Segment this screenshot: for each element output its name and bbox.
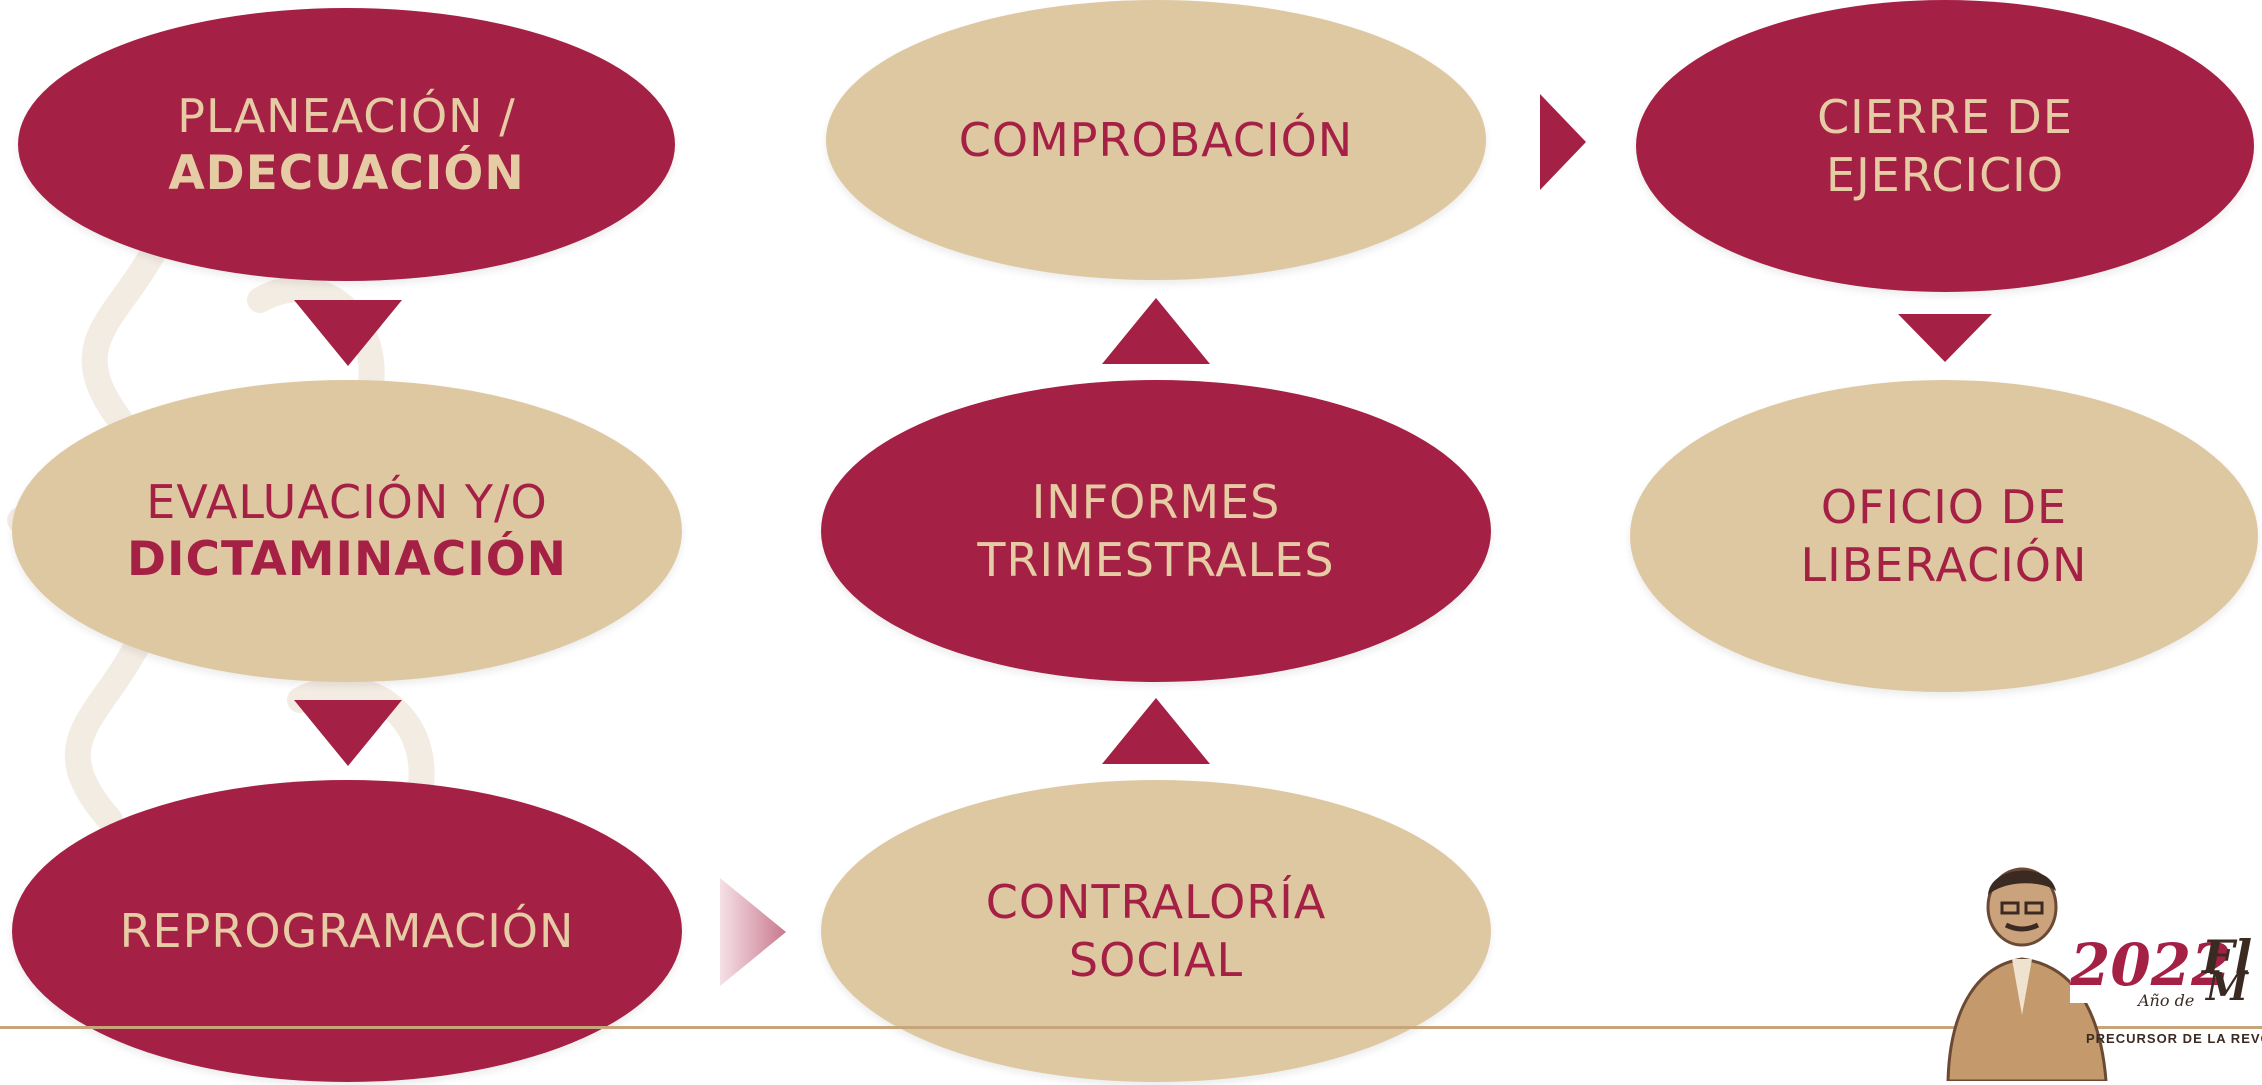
node-contraloria: CONTRALORÍA SOCIAL xyxy=(821,780,1491,1082)
node-cierre-line1: CIERRE DE xyxy=(1817,90,2073,144)
node-planeacion-line1: PLANEACIÓN / xyxy=(177,88,516,143)
node-oficio: OFICIO DE LIBERACIÓN xyxy=(1630,380,2258,692)
portrait-illustration xyxy=(1946,867,2108,1083)
node-comprobacion: COMPROBACIÓN xyxy=(826,0,1486,280)
arrow-down-icon xyxy=(1898,314,1992,362)
node-oficio-line1: OFICIO DE xyxy=(1820,480,2068,534)
node-evaluacion-line2: DICTAMINACIÓN xyxy=(126,532,568,587)
arrow-up-icon xyxy=(1102,298,1210,364)
logo-subtitle: PRECURSOR DE LA REVOLUCI xyxy=(2086,1031,2262,1046)
commemorative-logo: 2022 Fl M Año de PRECURSOR DE LA REVOLUC… xyxy=(1910,855,2262,1083)
arrow-right-faded-icon xyxy=(720,878,786,986)
node-evaluacion: EVALUACIÓN Y/O DICTAMINACIÓN xyxy=(12,380,682,682)
node-contraloria-line2: SOCIAL xyxy=(1068,933,1244,987)
arrow-down-icon xyxy=(294,300,402,366)
arrow-up-icon xyxy=(1102,698,1210,764)
arrow-right-icon xyxy=(1540,94,1586,190)
logo-name-partial: Fl xyxy=(2202,930,2253,984)
node-reprogramacion: REPROGRAMACIÓN xyxy=(12,780,682,1082)
logo-plate xyxy=(2070,943,2262,1003)
node-cierre-line2: EJERCICIO xyxy=(1826,148,2064,202)
arrow-down-icon xyxy=(294,700,402,766)
node-informes-line1: INFORMES xyxy=(1031,475,1281,529)
logo-name-partial-2: M xyxy=(2206,964,2249,1009)
logo-prefix: Año de xyxy=(2138,991,2195,1010)
node-reprogramacion-line1: REPROGRAMACIÓN xyxy=(119,904,575,958)
node-oficio-line2: LIBERACIÓN xyxy=(1800,538,2088,592)
bottom-divider xyxy=(0,1026,2262,1029)
node-evaluacion-line1: EVALUACIÓN Y/O xyxy=(146,475,548,529)
node-informes: INFORMES TRIMESTRALES xyxy=(821,380,1491,682)
node-cierre: CIERRE DE EJERCICIO xyxy=(1636,0,2254,292)
node-planeacion-line2: ADECUACIÓN xyxy=(168,145,525,201)
node-planeacion: PLANEACIÓN / ADECUACIÓN xyxy=(18,8,675,281)
logo-year: 2022 xyxy=(2070,931,2232,999)
node-comprobacion-line1: COMPROBACIÓN xyxy=(958,113,1354,167)
node-informes-line2: TRIMESTRALES xyxy=(977,533,1335,587)
node-contraloria-line1: CONTRALORÍA xyxy=(985,875,1327,929)
